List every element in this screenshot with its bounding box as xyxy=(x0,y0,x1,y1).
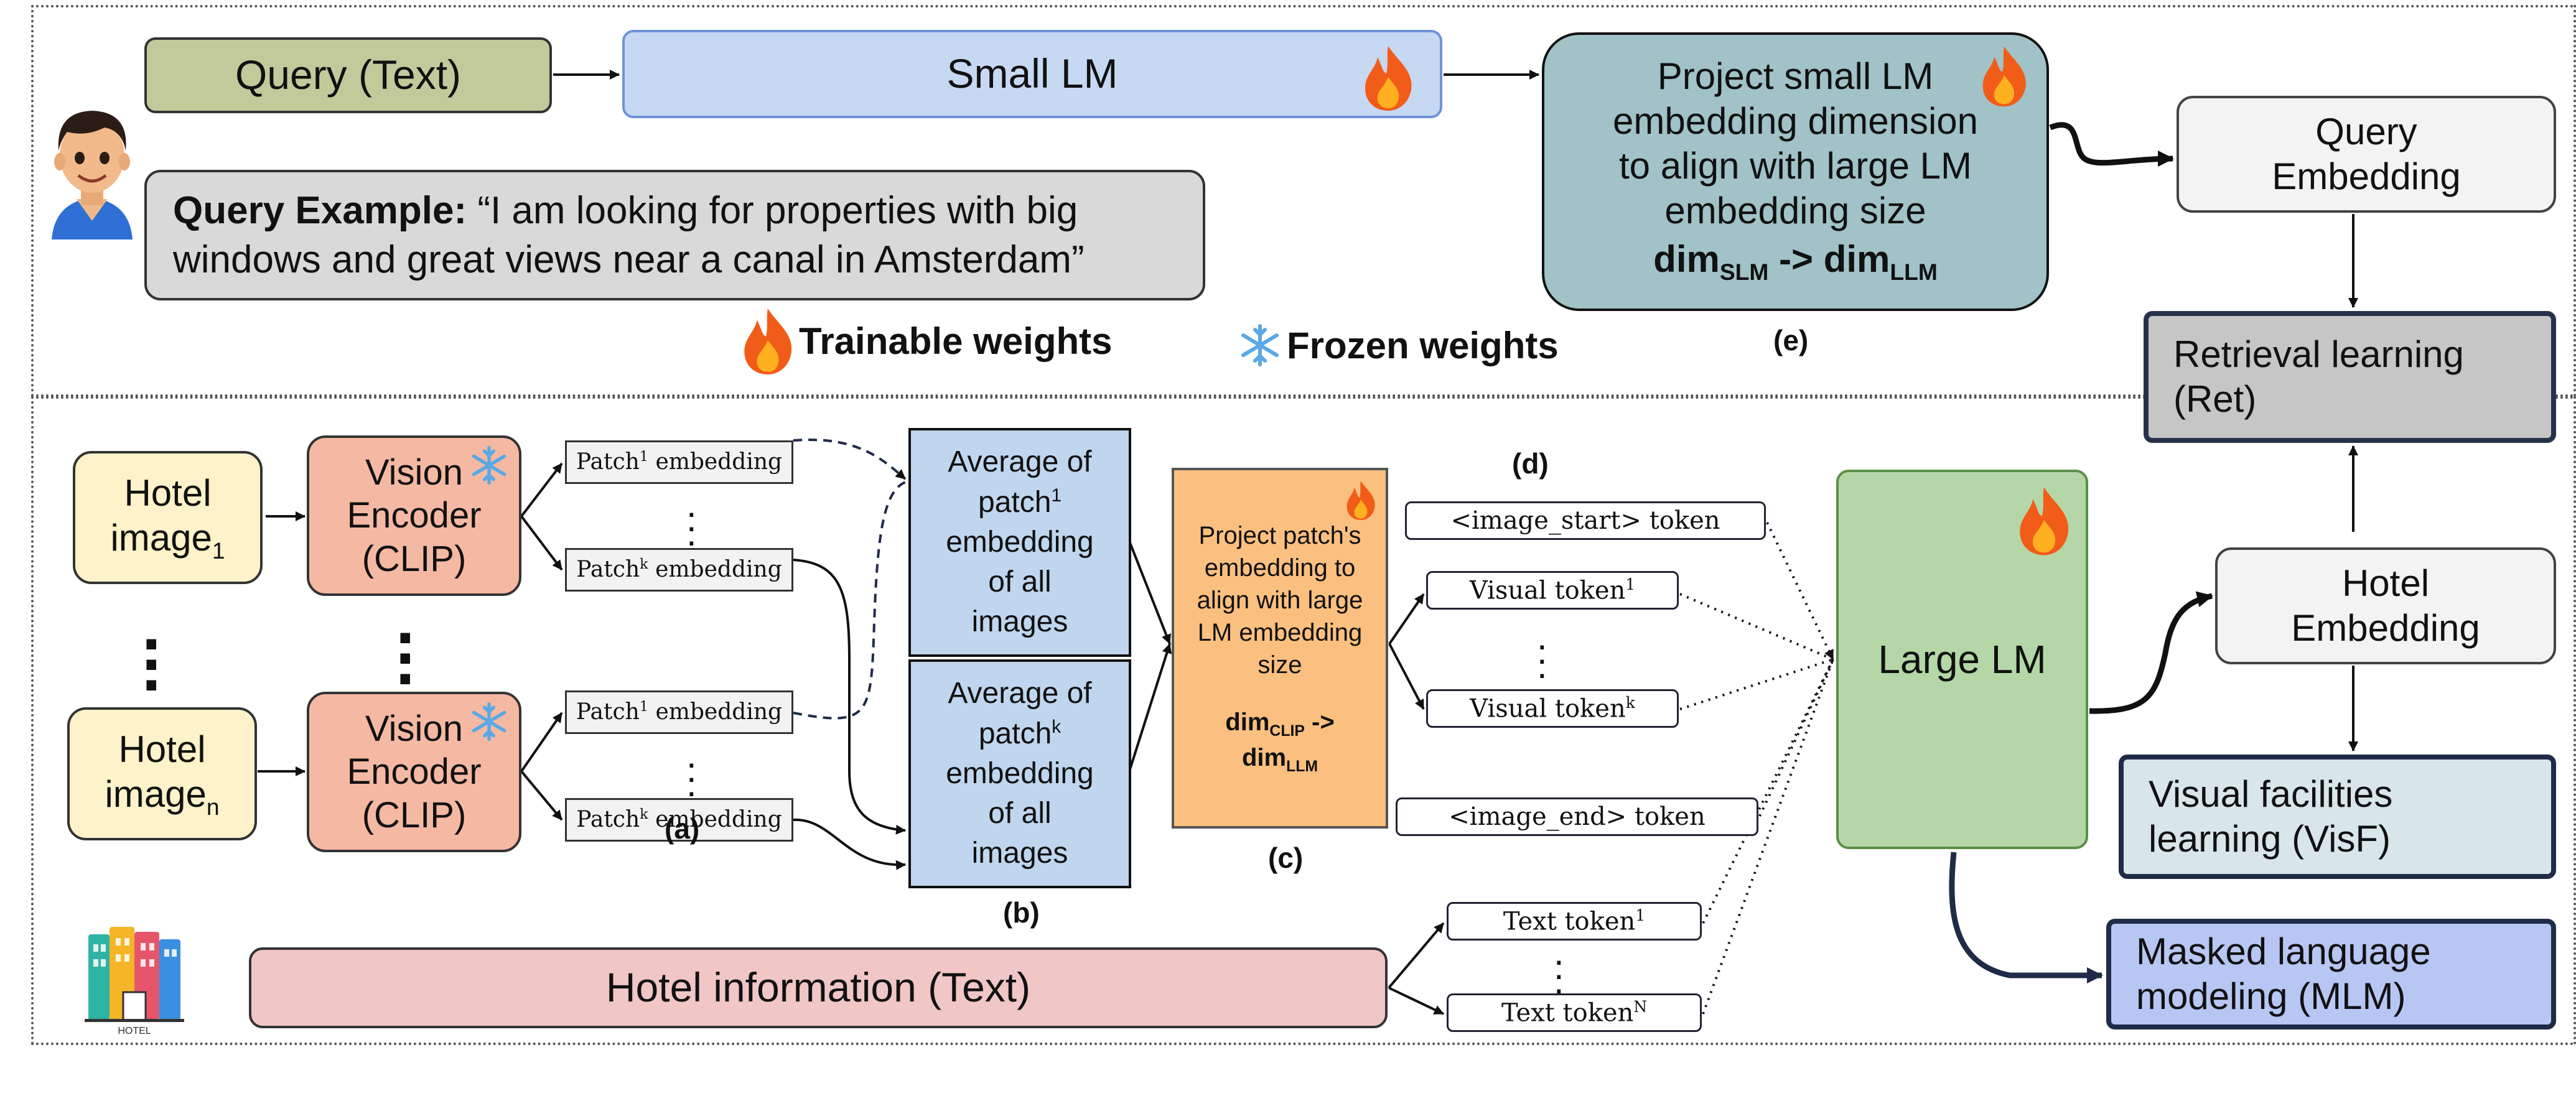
project-small-line-1: Project small LM xyxy=(1657,55,1934,97)
dashed-patch1n-to-avg1 xyxy=(793,481,906,720)
flame-icon xyxy=(1979,44,2029,118)
label-e: (e) xyxy=(1773,324,1809,356)
snowflake-icon xyxy=(469,445,509,495)
visual-facilities-learning-box: Visual facilities learning (VisF) xyxy=(2119,755,2556,879)
vertical-ellipsis: ... xyxy=(686,734,697,804)
legend-frozen: Frozen weights xyxy=(1238,323,1559,367)
retrieval-learning-box: Retrieval learning (Ret) xyxy=(2144,311,2556,443)
arrow-project-to-visual1 xyxy=(1388,593,1425,645)
arrow-avgk-to-project xyxy=(1128,643,1172,772)
arrow-project-to-visualk xyxy=(1388,643,1425,710)
dim-clip-formula: dimCLIP -> xyxy=(1225,708,1335,740)
visual-token-k: Visual tokenk xyxy=(1426,689,1679,728)
visual-token-1: Visual token1 xyxy=(1426,571,1679,610)
patch-k-embedding-bottom: Patchk embedding xyxy=(565,798,793,842)
hotel-building-icon: HOTEL xyxy=(85,927,184,1036)
bottom-region xyxy=(31,396,2576,1045)
arrow-encoder1-to-patchk xyxy=(520,515,563,571)
project-small-line-4: embedding size xyxy=(1664,189,1926,231)
arrow-info-to-textn xyxy=(1388,987,1444,1015)
flame-icon xyxy=(1361,44,1415,123)
legend-trainable: Trainable weights xyxy=(740,306,1112,376)
curve-patchk1-to-avgk xyxy=(793,559,906,835)
hotel-embedding-box: Hotel Embedding xyxy=(2215,547,2556,664)
hotel-image-1-box: Hotel image1 xyxy=(73,451,263,584)
hotel-image-n-box: Hotel imagen xyxy=(67,707,257,840)
image-start-token: <image_start> token xyxy=(1405,501,1766,540)
label-c: (c) xyxy=(1268,842,1304,874)
vision-encoder-1-box: Vision Encoder (CLIP) xyxy=(307,435,521,596)
arrow-info-to-text1 xyxy=(1388,922,1445,989)
arrow-project-to-query-embedding xyxy=(2049,122,2174,167)
query-example-label: Query Example: xyxy=(173,188,467,232)
query-example-text: “I am looking for properties with big wi… xyxy=(173,188,1085,281)
dim-slm-formula: dimSLM -> dimLLM xyxy=(1653,238,1938,285)
top-region xyxy=(31,5,2576,397)
flame-icon xyxy=(2016,485,2072,567)
arrow-largelm-to-hotel-embedding xyxy=(2089,591,2213,714)
query-example-box: Query Example: “I am looking for propert… xyxy=(144,170,1205,300)
arrow-avg1-to-project xyxy=(1128,541,1171,644)
patch-1-embedding-bottom: Patch1 embedding xyxy=(565,690,793,734)
vertical-ellipsis: ... xyxy=(396,582,415,699)
arrow-encodern-to-patch1 xyxy=(520,712,563,773)
dashed-patch1-to-avg1 xyxy=(793,439,907,480)
patch-k-embedding-top: Patchk embedding xyxy=(565,548,793,592)
label-b: (b) xyxy=(1003,896,1040,929)
average-patch-1-box: Average of patch1 embedding of all image… xyxy=(908,428,1131,657)
project-small-line-2: embedding dimension xyxy=(1612,100,1979,142)
curve-patchkn-to-avgk xyxy=(793,818,906,870)
flame-icon xyxy=(1345,479,1377,529)
label-a: (a) xyxy=(665,812,700,845)
project-patch-box: Project patch's embedding to align with … xyxy=(1172,468,1388,829)
dim-llm-formula: dimLLM xyxy=(1241,744,1318,775)
flame-icon xyxy=(740,306,795,376)
vertical-ellipsis: ... xyxy=(1537,616,1547,686)
text-token-n: Text tokenN xyxy=(1447,993,1702,1032)
arrow-encodern-to-patchk xyxy=(520,770,563,821)
user-avatar-icon xyxy=(42,93,142,239)
arrow-largelm-to-mlm xyxy=(1949,852,2103,983)
text-token-1: Text token1 xyxy=(1447,902,1702,941)
small-lm-label: Small LM xyxy=(946,50,1118,97)
arrow-encoder1-to-patch1 xyxy=(520,462,563,518)
query-text-box: Query (Text) xyxy=(144,37,552,113)
large-lm-box: Large LM xyxy=(1836,470,2088,849)
snowflake-icon xyxy=(469,702,509,751)
project-small-line-3: to align with large LM xyxy=(1619,144,1972,187)
masked-language-modeling-box: Masked language modeling (MLM) xyxy=(2106,919,2556,1029)
patch-1-embedding-top: Patch1 embedding xyxy=(565,440,793,484)
small-lm-box: Small LM xyxy=(622,30,1442,118)
average-patch-k-box: Average of patchk embedding of all image… xyxy=(908,659,1131,888)
svg-text:HOTEL: HOTEL xyxy=(118,1026,151,1036)
vertical-ellipsis: ... xyxy=(686,483,697,554)
snowflake-icon xyxy=(1238,323,1282,367)
label-d: (d) xyxy=(1512,447,1549,480)
vertical-ellipsis: ... xyxy=(1554,931,1564,1001)
vertical-ellipsis: ... xyxy=(142,588,161,705)
project-small-lm-box: Project small LM embedding dimension to … xyxy=(1542,32,2049,311)
query-embedding-box: Query Embedding xyxy=(2177,96,2556,213)
image-end-token: <image_end> token xyxy=(1396,797,1758,836)
vision-encoder-n-box: Vision Encoder (CLIP) xyxy=(307,692,521,852)
hotel-information-box: Hotel information (Text) xyxy=(249,947,1388,1028)
